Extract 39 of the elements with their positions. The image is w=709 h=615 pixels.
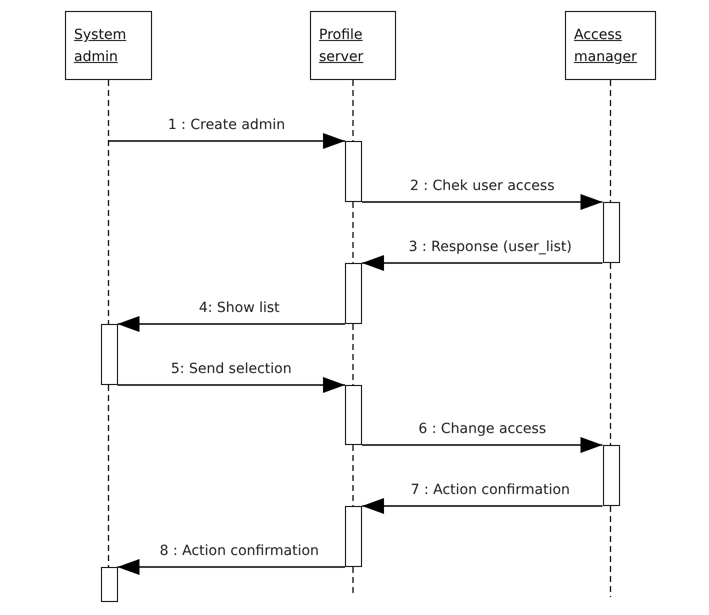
lifeline-header-box (65, 11, 152, 80)
message-label: 3 : Response (user_list) (408, 239, 572, 255)
lifeline-header-box (310, 11, 396, 80)
activation-bar (345, 141, 362, 202)
lifeline (352, 202, 354, 263)
message-label: 6 : Change access (418, 421, 546, 437)
object-name: System admin (74, 26, 128, 67)
message-label: 4: Show list (198, 300, 280, 316)
object-name: Profile server (319, 26, 364, 67)
activation-bar (100, 324, 118, 385)
message-arrow (362, 437, 602, 453)
lifeline (108, 80, 110, 324)
activation-bar (345, 263, 362, 324)
message-label: 8 : Action confirmation (160, 543, 319, 559)
lifeline (610, 506, 612, 597)
activation-bar (345, 506, 362, 567)
message-label: 7 : Action confirmation (410, 482, 570, 498)
message-label: 2 : Chek user access (410, 178, 554, 194)
lifeline (610, 263, 612, 445)
message-arrow (108, 133, 345, 149)
lifeline (108, 385, 110, 567)
message-arrow (362, 255, 602, 271)
lifeline (610, 80, 612, 202)
message-label: 1 : Create admin (168, 117, 286, 133)
message-arrow (362, 498, 602, 514)
lifeline-header-box (565, 11, 656, 80)
activation-bar (602, 202, 620, 263)
message-arrow (362, 194, 602, 210)
activation-bar (602, 445, 620, 506)
message-arrow (118, 559, 345, 575)
message-arrow (118, 377, 345, 393)
message-arrow (118, 316, 345, 332)
activation-bar (100, 567, 118, 602)
lifeline (352, 324, 354, 385)
lifeline (352, 80, 354, 141)
message-label: 5: Send selection (170, 361, 292, 377)
activation-bar (345, 385, 362, 445)
object-name: Access manager (574, 26, 638, 67)
lifeline (352, 445, 354, 506)
